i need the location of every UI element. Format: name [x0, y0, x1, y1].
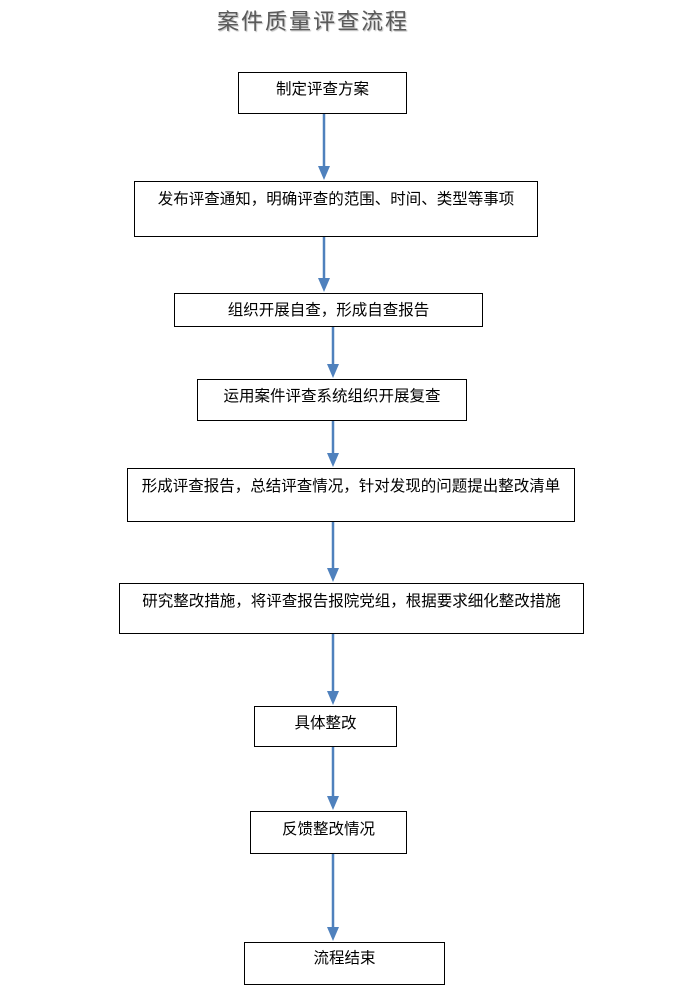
flow-step-1: 制定评查方案 [238, 72, 407, 114]
arrow-step4-to-step5 [327, 421, 339, 467]
arrow-step2-to-step3 [318, 237, 330, 292]
flow-step-6: 研究整改措施，将评查报告报院党组，根据要求细化整改措施 [119, 583, 584, 634]
diagram-title: 案件质量评查流程 [216, 10, 409, 35]
arrow-step5-to-step6 [327, 522, 339, 582]
flow-step-5: 形成评查报告，总结评查情况，针对发现的问题提出整改清单 [127, 468, 575, 522]
flow-step-8: 反馈整改情况 [250, 811, 407, 854]
flow-step-3: 组织开展自查，形成自查报告 [174, 293, 483, 327]
arrow-step6-to-step7 [327, 634, 339, 705]
arrow-step7-to-step8 [327, 747, 339, 810]
arrow-step1-to-step2 [318, 114, 330, 180]
flow-step-end: 流程结束 [244, 942, 445, 985]
arrow-step8-to-step9 [327, 854, 339, 941]
flow-step-2: 发布评查通知，明确评查的范围、时间、类型等事项 [134, 181, 538, 237]
arrow-step3-to-step4 [327, 327, 339, 378]
flow-step-7: 具体整改 [254, 706, 397, 747]
flow-step-4: 运用案件评查系统组织开展复查 [197, 379, 467, 421]
